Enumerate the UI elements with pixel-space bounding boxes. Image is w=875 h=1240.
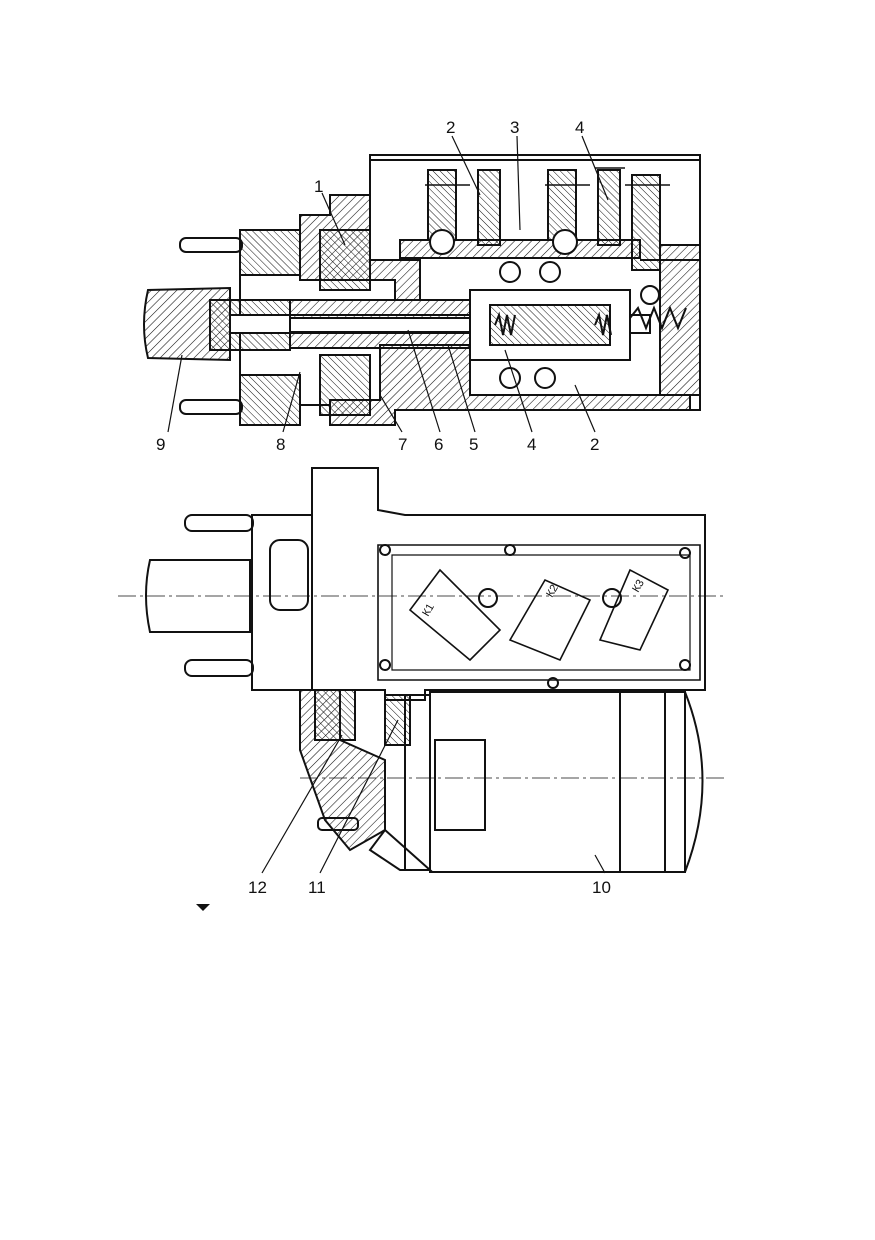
motor-body: [429, 691, 686, 873]
top-screws: [425, 167, 670, 186]
end-cap: [143, 286, 231, 362]
contact-tag-k1: К1: [420, 602, 437, 619]
cam-lever-2: [508, 578, 592, 662]
gear-upper: [319, 229, 371, 291]
callout-1: 1: [314, 177, 323, 196]
bearing-ball: [539, 261, 561, 283]
pivot-screw: [478, 588, 498, 608]
stud-bottom: [179, 399, 243, 415]
flange-top: [239, 229, 301, 276]
flange-window: [269, 539, 309, 611]
bearing-ball: [499, 261, 521, 283]
callout-7: 7: [398, 435, 407, 454]
contact-tag-k2: К2: [544, 583, 561, 600]
top-callouts: 1 2 3 4 9 8 7 6 5 4 2: [156, 118, 599, 454]
callout-4: 4: [575, 118, 584, 137]
bearing-ball: [552, 229, 578, 255]
contact-tag-k3: К3: [630, 578, 647, 595]
callout-8: 8: [276, 435, 285, 454]
bearing-ball: [429, 229, 455, 255]
motor-end: [684, 691, 704, 873]
bearing-ball: [534, 367, 556, 389]
bearing-ball: [640, 285, 660, 305]
body-outline: [311, 467, 706, 701]
callout-11: 11: [308, 878, 326, 897]
marker-triangle: [196, 904, 210, 911]
spring: [594, 311, 612, 336]
spring: [494, 311, 516, 336]
flange-bottom: [239, 374, 301, 426]
callout-3: 3: [510, 118, 519, 137]
cam-lever-1: [408, 568, 502, 662]
cover-window: [377, 544, 701, 681]
callout-5: 5: [469, 435, 478, 454]
stud-bottom: [184, 659, 254, 677]
worm-gear: [314, 689, 356, 741]
bolt-lower: [317, 817, 359, 831]
stud-top: [179, 237, 243, 253]
callout-10: 10: [592, 878, 611, 897]
callout-2b: 2: [590, 435, 599, 454]
end-cover: [659, 244, 701, 396]
top-sectional-view: [143, 154, 701, 426]
cover-screws: [379, 544, 691, 689]
bottom-callouts: 12 11 10: [248, 878, 611, 897]
bearing-ball: [499, 367, 521, 389]
shaft-core: [289, 317, 471, 333]
top-leader-lines: [167, 135, 609, 433]
stud-top: [184, 514, 254, 532]
callout-12: 12: [248, 878, 267, 897]
callout-6: 6: [434, 435, 443, 454]
pivot-screw: [602, 588, 622, 608]
callout-4b: 4: [527, 435, 536, 454]
end-cap: [145, 559, 251, 633]
cover-inner: [391, 554, 691, 671]
bottom-view: [118, 467, 725, 873]
callout-9: 9: [156, 435, 165, 454]
callout-2: 2: [446, 118, 455, 137]
motor-connector: [434, 739, 486, 831]
gear-lower: [319, 354, 371, 416]
bottom-leader-lines: [261, 719, 606, 874]
plunger-group: [427, 169, 661, 271]
bracket: [368, 828, 433, 871]
contact-tags: К1 К2 К3: [420, 578, 647, 619]
